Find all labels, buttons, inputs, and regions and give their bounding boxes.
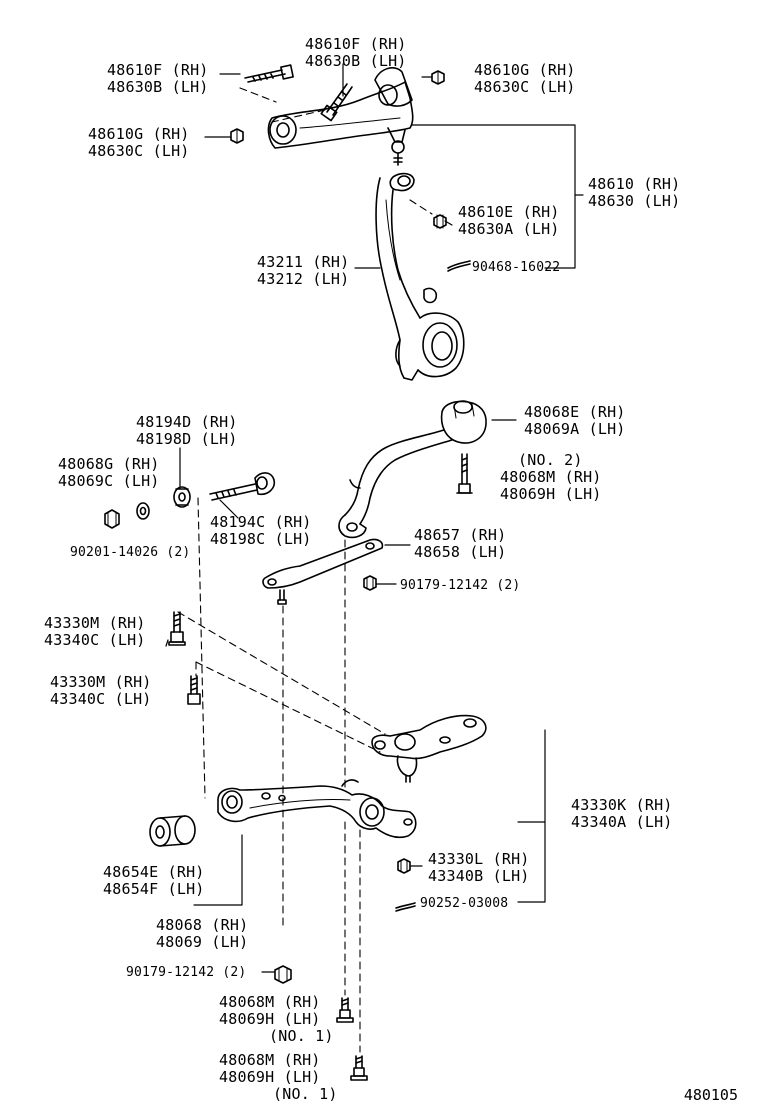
label-48610f-left: 48610F (RH)48630B (LH) [107,61,209,96]
label-43330m-lower: 43330M (RH)43340C (LH) [50,673,152,708]
label-48194d: 48194D (RH)48198D (LH) [136,413,238,448]
label-48657: 48657 (RH)48658 (LH) [414,526,507,561]
label-43330k: 43330K (RH)43340A (LH) [571,796,673,831]
nut-90179-lower [274,965,292,984]
label-48610: 48610 (RH)48630 (LH) [588,175,681,210]
label-48068m-no2: (NO. 2)48068M (RH)48069H (LH) [500,451,602,503]
cotter-pin-90252 [395,902,416,912]
bolt-43330m-lower [187,675,201,705]
label-48068e: 48068E (RH)48069A (LH) [524,403,626,438]
label-90201: 90201-14026 (2) [70,545,191,560]
label-48610g-left: 48610G (RH)48630C (LH) [88,125,190,160]
label-48610e: 48610E (RH)48630A (LH) [458,203,560,238]
bolt-48194c [209,472,276,501]
label-48068: 48068 (RH)48069 (LH) [156,916,249,951]
washer-90201 [136,502,150,520]
label-90179-upper: 90179-12142 (2) [400,578,521,593]
steering-knuckle [375,172,465,381]
label-43330l: 43330L (RH)43340B (LH) [428,850,530,885]
label-48068g: 48068G (RH)48069C (LH) [58,455,160,490]
label-90179-lower: 90179-12142 (2) [126,965,247,980]
bolt-48068m-no2 [456,453,473,494]
diagram-code: 480105 [683,1086,738,1104]
label-48068m-no1-lower: 48068M (RH)48069H (LH)(NO. 1) [219,1051,338,1103]
bracket-48657 [262,538,384,605]
label-90468: 90468-16022 [472,260,561,275]
nut-48610g-right [431,70,445,85]
upper-control-arm [267,67,414,166]
cotter-pin-90468 [447,260,471,272]
label-48610f-top: 48610F (RH)48630B (LH) [305,35,407,70]
nut-90179-upper [363,575,377,591]
label-43211: 43211 (RH)43212 (LH) [257,253,350,288]
nut-48610g-left [230,128,244,144]
label-48068m-no1-upper: 48068M (RH)48069H (LH)(NO. 1) [219,993,334,1045]
label-48654e: 48654E (RH)48654F (LH) [103,863,205,898]
nut-43330l [397,858,411,874]
strut-bar-48068e [338,400,487,539]
leader-lines [165,63,584,973]
label-43330m-upper: 43330M (RH)43340C (LH) [44,614,146,649]
bolt-43330m-upper [168,611,186,646]
lower-control-arm [217,779,417,839]
bolt-48068m-no1-upper [336,997,354,1023]
bolt-48610f-left [244,64,294,83]
bolt-48068m-no1-lower [350,1055,368,1081]
label-48194c: 48194C (RH)48198C (LH) [210,513,312,548]
label-48610g-right: 48610G (RH)48630C (LH) [474,61,576,96]
nut-48610e [433,214,447,229]
bushing-48654e [149,815,196,847]
nut-48068g [104,509,120,529]
dashed-lines [177,87,433,1053]
bolt-48610f-top [320,83,353,122]
cushion-48194d [173,486,191,508]
label-90252: 90252-03008 [420,896,509,911]
ball-joint-43330k [371,714,487,783]
